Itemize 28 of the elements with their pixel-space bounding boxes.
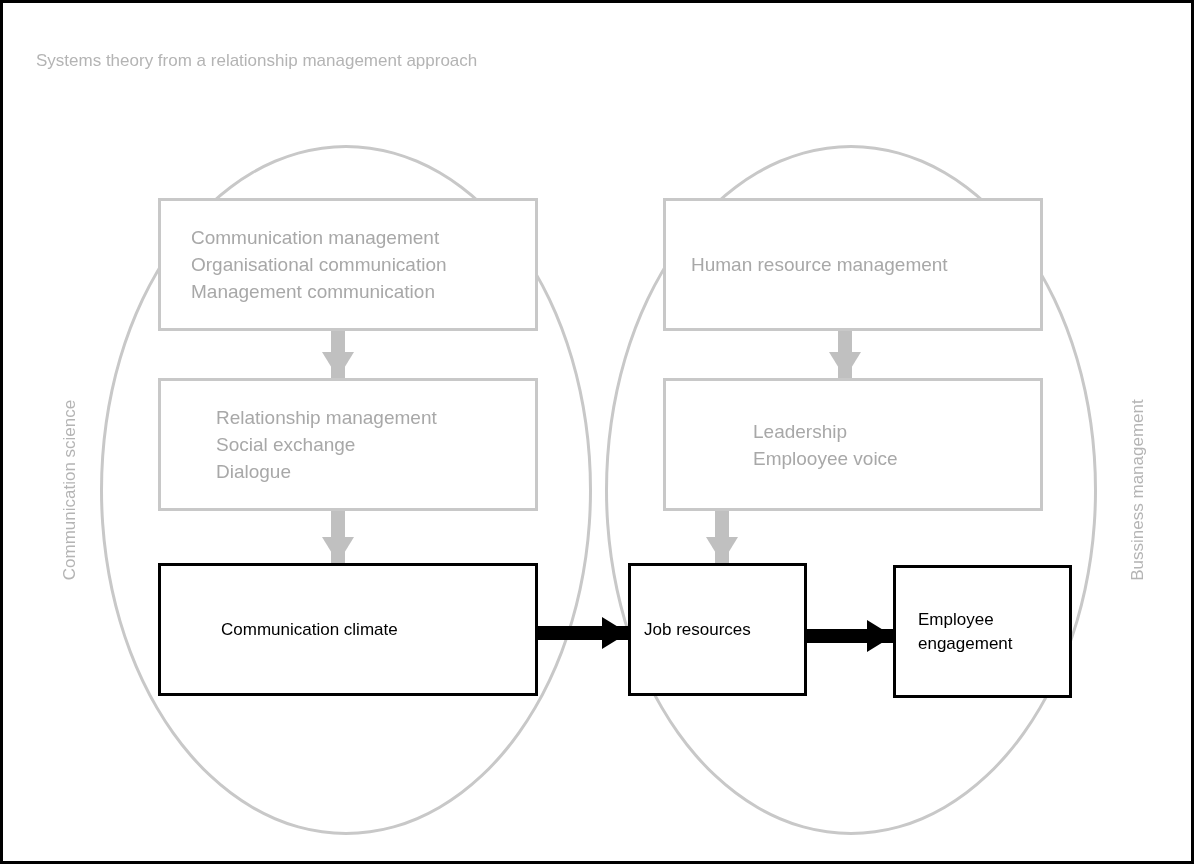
box-text: Communication climate bbox=[221, 618, 399, 641]
process-box bbox=[158, 378, 538, 511]
box-text: Organisational communication bbox=[191, 253, 448, 277]
process-box bbox=[663, 378, 1043, 511]
arrow bbox=[706, 511, 738, 563]
box-text: Employee engagement bbox=[918, 608, 1014, 655]
arrow bbox=[322, 331, 354, 378]
vertical-label: Communication science bbox=[60, 399, 80, 581]
box-text: Communication management bbox=[191, 226, 441, 250]
box-text: Leadership bbox=[753, 419, 849, 444]
box-text: Relationship management bbox=[216, 406, 438, 430]
box-text: Social exchange bbox=[216, 433, 357, 457]
vertical-label: Bussiness management bbox=[1128, 399, 1148, 581]
arrow bbox=[538, 617, 628, 649]
diagram-title: Systems theory from a relationship management approach bbox=[36, 51, 478, 71]
box-text: Emplooyee voice bbox=[753, 446, 899, 471]
box-text: Dialogue bbox=[216, 460, 292, 484]
process-box bbox=[628, 563, 807, 696]
box-text: Job resources bbox=[644, 618, 752, 641]
process-box bbox=[158, 563, 538, 696]
process-box bbox=[663, 198, 1043, 331]
process-box bbox=[893, 565, 1072, 698]
box-text: Human resource management bbox=[691, 253, 949, 277]
box-text: Management communication bbox=[191, 280, 436, 304]
process-box bbox=[158, 198, 538, 331]
arrow bbox=[807, 620, 893, 652]
arrow bbox=[322, 511, 354, 563]
arrow bbox=[829, 331, 861, 378]
